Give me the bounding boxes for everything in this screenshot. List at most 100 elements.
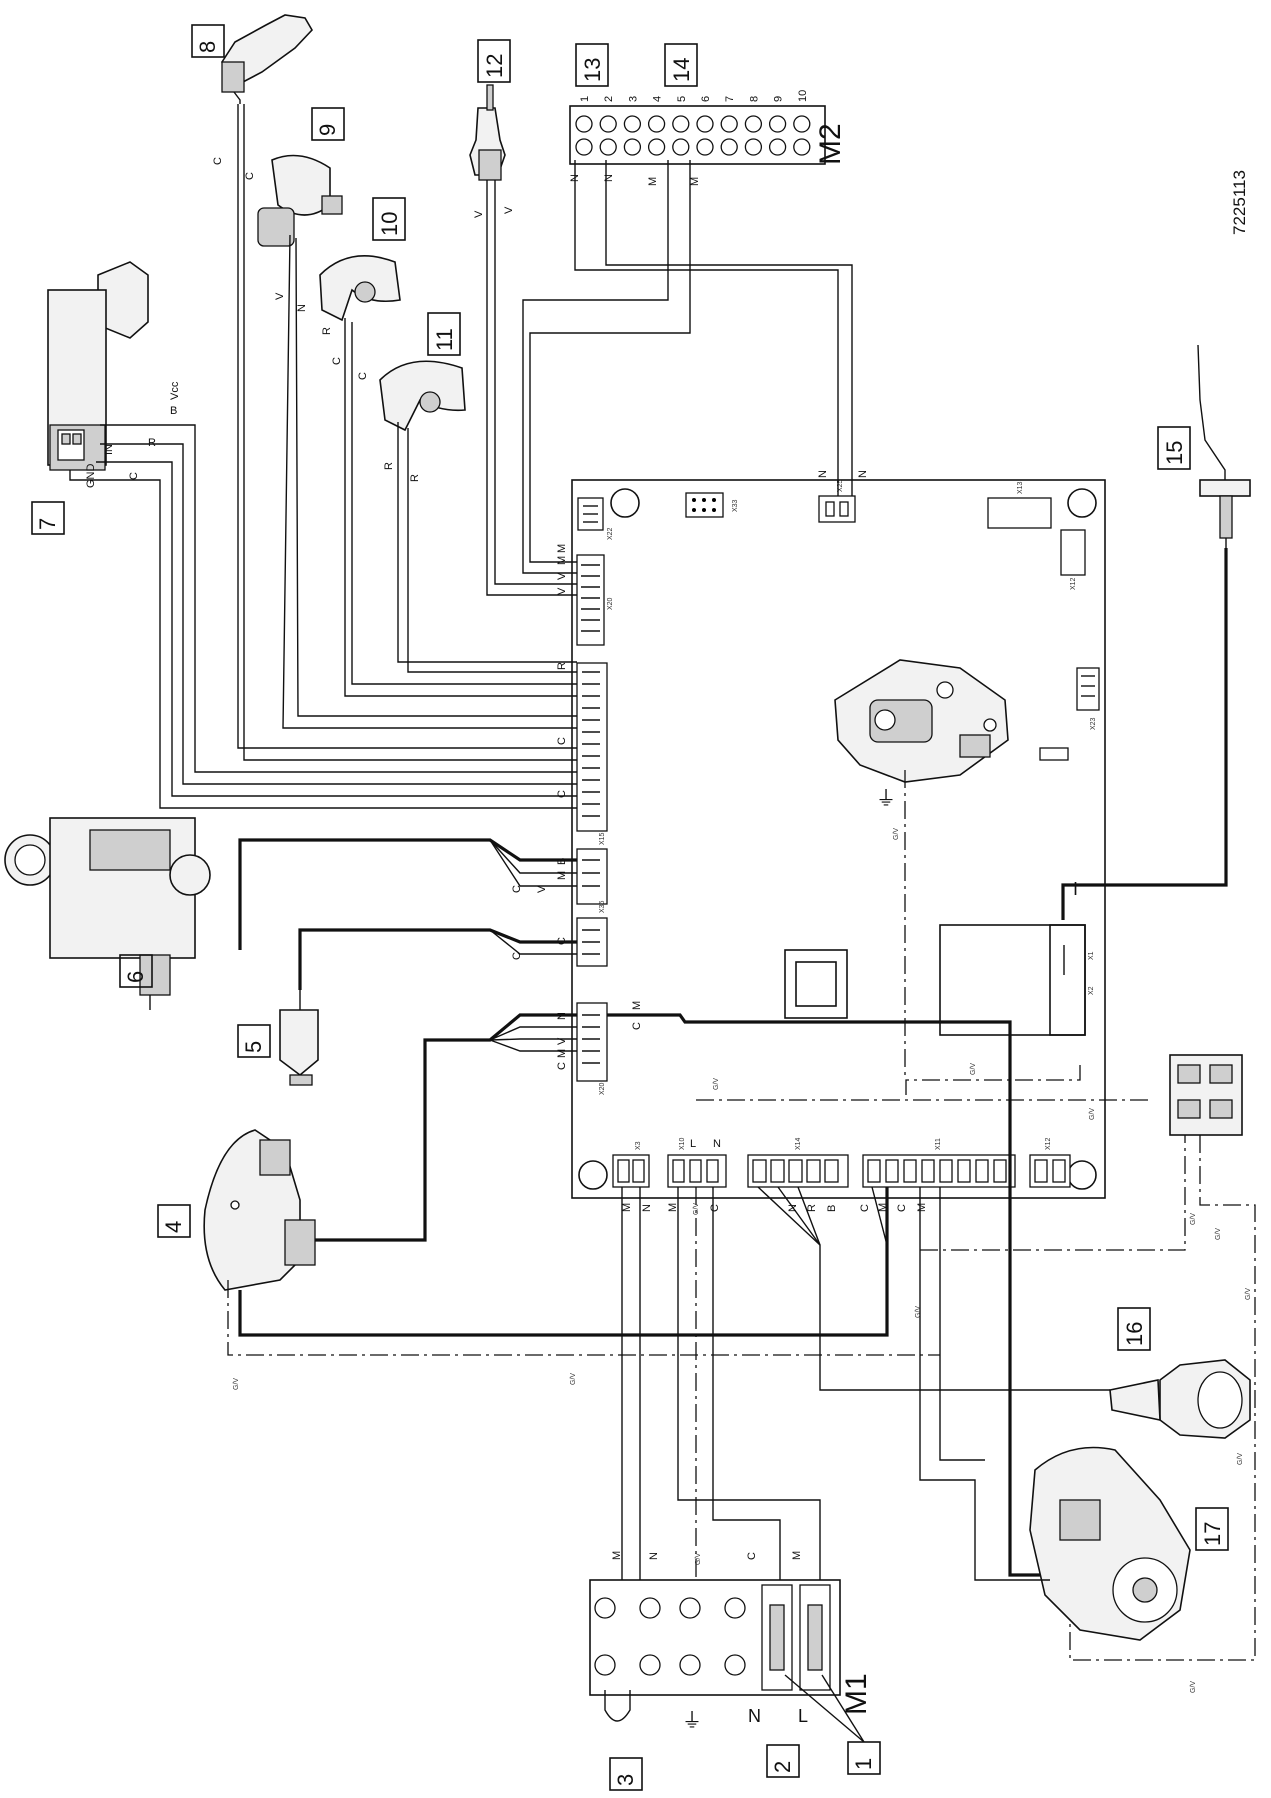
svg-text:16: 16 (1122, 1322, 1147, 1346)
terminal-strip-m1: ⏚ N L M1 (589, 1579, 873, 1732)
pressure-switch-16 (1109, 1359, 1251, 1439)
svg-text:C: C (896, 1204, 908, 1212)
callout-16: 16 (1117, 1307, 1151, 1351)
m2-screw (720, 115, 738, 133)
svg-text:X22: X22 (607, 527, 614, 540)
svg-text:G/V: G/V (695, 1553, 702, 1565)
callout-6: 6 (119, 954, 153, 988)
callout-4: 4 (157, 1204, 191, 1238)
mount-hole (1067, 488, 1097, 518)
svg-text:N: N (296, 304, 308, 312)
svg-text:11: 11 (432, 328, 457, 351)
svg-text:C: C (709, 1204, 721, 1212)
connector-x10: X10 L N (667, 1137, 727, 1188)
svg-text:X33: X33 (732, 499, 739, 512)
motorized-valve-6 (4, 817, 211, 1010)
svg-text:L: L (690, 1138, 696, 1150)
svg-text:X23: X23 (1090, 717, 1097, 730)
sensor-12 (469, 84, 506, 181)
svg-text:7: 7 (35, 518, 60, 530)
svg-text:N: N (569, 174, 581, 182)
callout-17: 17 (1195, 1507, 1229, 1551)
svg-text:M: M (631, 1001, 643, 1010)
svg-text:X15: X15 (599, 832, 606, 845)
callout-7: 7 (31, 501, 65, 535)
svg-text:C: C (859, 1204, 871, 1212)
svg-text:M: M (556, 871, 568, 880)
m2-screw (696, 115, 714, 133)
svg-text:X36: X36 (599, 900, 606, 913)
callout-8: 8 (191, 24, 225, 58)
svg-text:X1: X1 (1088, 951, 1095, 960)
m2-terminal-number: 8 (748, 96, 760, 102)
svg-text:G/V: G/V (1215, 1228, 1222, 1240)
svg-text:M: M (556, 544, 568, 553)
connector-x25: X23 (1076, 667, 1100, 730)
svg-text:C: C (556, 1062, 568, 1070)
m2-terminal-number: 6 (700, 96, 712, 102)
svg-text:⏚: ⏚ (682, 1710, 702, 1732)
svg-text:13: 13 (580, 58, 605, 82)
svg-text:C: C (556, 737, 568, 745)
svg-text:G/V: G/V (915, 1306, 922, 1318)
svg-text:N: N (817, 470, 829, 478)
connector-x12: X12 (1029, 1137, 1071, 1188)
callout-2: 2 (766, 1744, 800, 1778)
connector-x34: X33 (685, 492, 739, 518)
svg-text:R: R (383, 462, 395, 470)
svg-text:15: 15 (1162, 441, 1187, 465)
svg-text:N: N (857, 470, 869, 478)
svg-text:B: B (170, 405, 177, 417)
svg-text:8: 8 (195, 41, 220, 53)
m2-label: M2 (814, 123, 847, 165)
svg-text:N: N (648, 1552, 660, 1560)
callout-5: 5 (237, 1024, 271, 1058)
svg-text:V: V (556, 572, 568, 580)
svg-text:GND: GND (85, 464, 97, 489)
svg-text:X10: X10 (679, 1137, 686, 1150)
connector-x24: X22 (577, 497, 614, 540)
svg-text:5: 5 (241, 1041, 266, 1053)
svg-text:G/V: G/V (1190, 1213, 1197, 1225)
m2-screw (793, 138, 811, 156)
m2-screw (720, 138, 738, 156)
svg-text:X25: X25 (837, 479, 844, 492)
m2-terminal-number: 5 (676, 96, 688, 102)
svg-text:V: V (503, 206, 515, 214)
flow-sensor-7 (47, 261, 149, 471)
m1-label: M1 (840, 1673, 873, 1715)
m2-screw (575, 138, 593, 156)
m2-screw (793, 115, 811, 133)
svg-text:B: B (556, 858, 568, 865)
svg-text:V: V (473, 210, 485, 218)
svg-text:G/V: G/V (233, 1378, 240, 1390)
svg-text:X20: X20 (607, 597, 614, 610)
m2-screw (744, 138, 763, 156)
svg-text:V: V (274, 292, 286, 300)
connector-x11: X11 (862, 1138, 1016, 1188)
svg-text:C: C (556, 937, 568, 945)
mount-hole (578, 1160, 608, 1190)
m2-screw (599, 115, 617, 133)
svg-text:3: 3 (613, 1774, 638, 1786)
svg-text:N: N (556, 1012, 568, 1020)
m2-terminal-number: 10 (797, 90, 809, 102)
svg-text:N: N (713, 1138, 721, 1150)
pcb-outline (571, 479, 1106, 1199)
callout-12: 12 (477, 39, 511, 83)
m2-terminal-number: 2 (603, 96, 615, 102)
wire-labels: C C V N R C C R R V V N N M M N N Vcc B … (85, 157, 1252, 1693)
svg-text:X14: X14 (795, 1137, 802, 1150)
svg-text:14: 14 (669, 58, 694, 82)
connector-x36: X36 (576, 900, 608, 967)
svg-text:X12: X12 (1045, 1137, 1052, 1150)
m2-screw (623, 138, 642, 156)
svg-text:R: R (556, 662, 568, 670)
svg-text:R: R (148, 437, 156, 449)
connector-x3-bottom: X3 (612, 1141, 650, 1188)
sensor-9 (257, 154, 343, 247)
connector-x20: X20 (576, 554, 614, 646)
svg-text:M: M (791, 1551, 803, 1560)
mount-hole (610, 488, 640, 518)
m2-screw (599, 138, 617, 156)
